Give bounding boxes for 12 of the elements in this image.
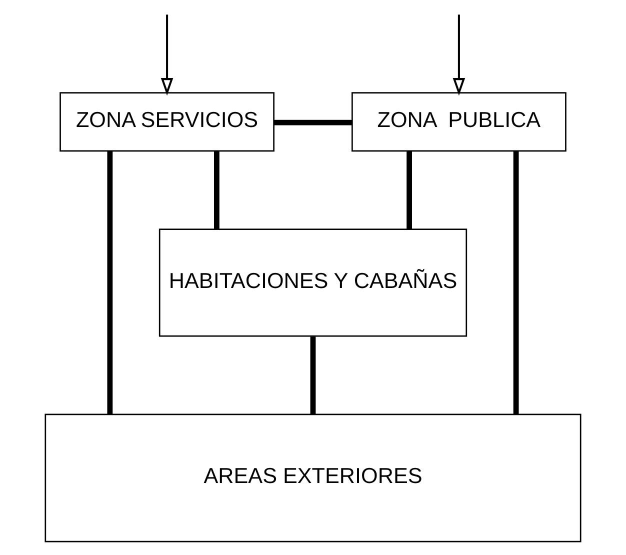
- node-box: ZONA PUBLICA: [352, 92, 566, 152]
- connector: [274, 120, 352, 126]
- connector: [406, 151, 412, 230]
- node-box: ZONA SERVICIOS: [60, 92, 274, 152]
- connector: [513, 151, 519, 414]
- connector: [310, 336, 316, 414]
- connector: [214, 151, 220, 230]
- arrow: [160, 14, 174, 96]
- node-box: HABITACIONES Y CABAÑAS: [158, 228, 468, 337]
- connector: [107, 151, 113, 414]
- node-box: AREAS EXTERIORES: [44, 414, 582, 542]
- arrow: [452, 14, 466, 96]
